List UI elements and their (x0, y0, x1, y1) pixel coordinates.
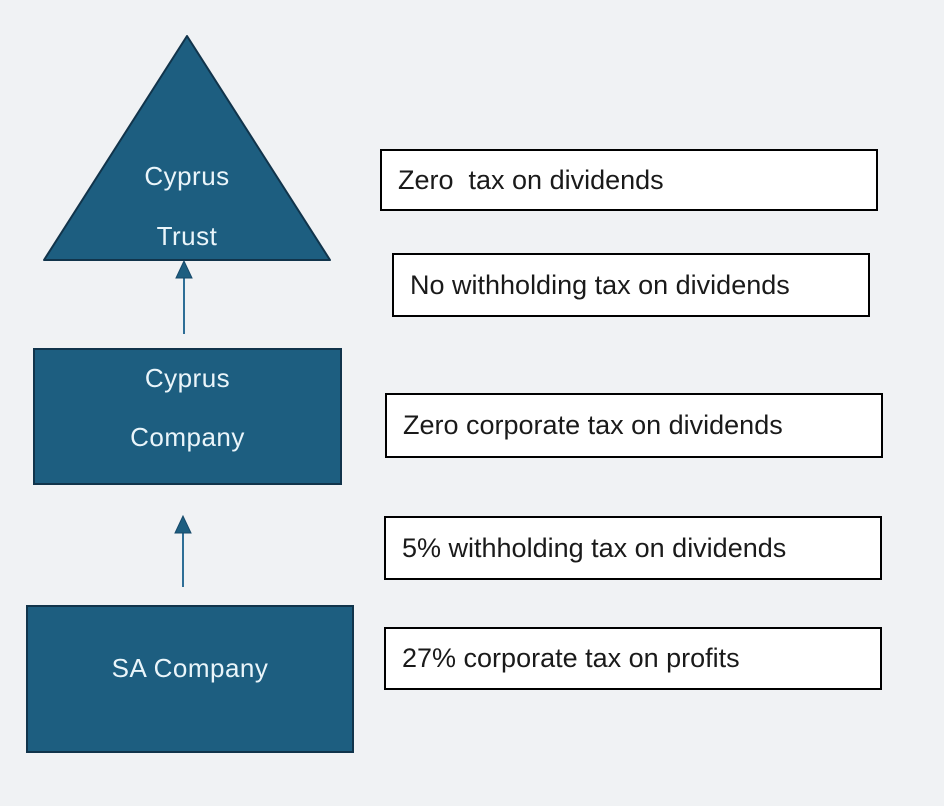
callout-text: 27% corporate tax on profits (402, 643, 740, 673)
cyprus-company-shape: Cyprus Company (33, 348, 342, 485)
callout-zero-tax-on-dividends: Zero tax on dividends (380, 149, 878, 211)
arrow-sa-to-company-head (174, 514, 192, 534)
cyprus-company-line2: Company (130, 422, 245, 452)
callout-text: Zero tax on dividends (398, 164, 664, 195)
cyprus-trust-triangle (43, 35, 331, 261)
cyprus-trust-line2: Trust (156, 221, 218, 251)
sa-company-shape: SA Company (26, 605, 354, 753)
callout-zero-corporate-tax-on-dividends: Zero corporate tax on dividends (385, 393, 883, 458)
callout-text: Zero corporate tax on dividends (403, 410, 783, 440)
cyprus-trust-label: Cyprus Trust (87, 163, 287, 249)
callout-text: 5% withholding tax on dividends (402, 532, 787, 563)
callout-text: No withholding tax on dividends (410, 269, 790, 300)
callout-27pct-corporate-tax-on-profits: 27% corporate tax on profits (384, 627, 882, 690)
cyprus-company-line1: Cyprus (144, 363, 231, 393)
cyprus-trust-line1: Cyprus (144, 161, 230, 191)
arrow-company-to-trust-head (175, 259, 193, 279)
callout-5pct-withholding-tax-on-dividends: 5% withholding tax on dividends (384, 516, 882, 580)
sa-company-label: SA Company (111, 653, 269, 683)
callout-no-withholding-tax-on-dividends: No withholding tax on dividends (392, 253, 870, 317)
